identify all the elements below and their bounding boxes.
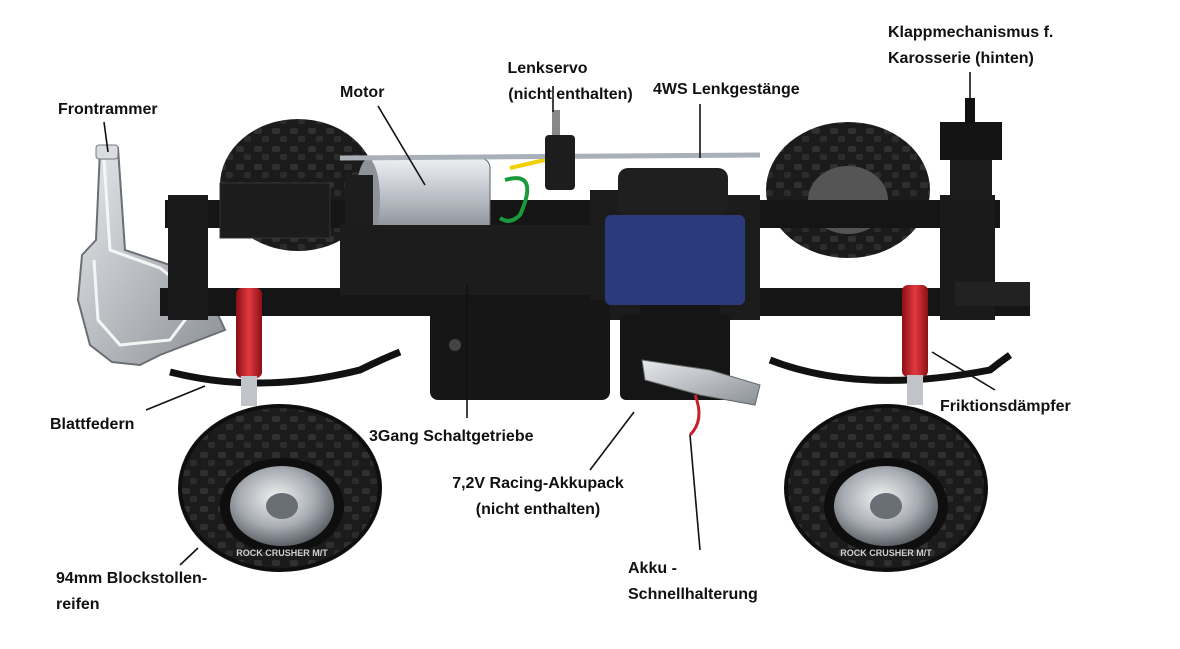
battery-box bbox=[605, 168, 761, 437]
front-tire: ROCK CRUSHER M/T bbox=[178, 404, 382, 572]
body-hinge bbox=[940, 98, 1002, 200]
leader-friktionsdaempfer bbox=[931, 351, 996, 391]
steering-servo-front bbox=[219, 182, 331, 239]
label-blattfedern-line1: Blattfedern bbox=[50, 416, 135, 433]
label-klappmechanismus: Klappmechanismus f. Karosserie (hinten) bbox=[888, 20, 1053, 72]
callout-lines bbox=[103, 72, 996, 566]
label-akkuhalterung-line1: Akku - bbox=[628, 560, 677, 577]
label-reifen: 94mm Blockstollen- reifen bbox=[56, 566, 207, 618]
label-akkupack-line1: 7,2V Racing-Akkupack bbox=[452, 475, 624, 492]
tire-text-rear: ROCK CRUSHER M/T bbox=[840, 548, 932, 558]
label-frontrammer: Frontrammer bbox=[58, 97, 158, 123]
label-schaltgetriebe: 3Gang Schaltgetriebe bbox=[369, 424, 534, 450]
steering-servo-mid bbox=[545, 110, 575, 190]
label-akkuhalterung-line2: Schnellhalterung bbox=[628, 586, 758, 603]
label-motor-line1: Motor bbox=[340, 84, 385, 101]
leader-motor bbox=[377, 105, 426, 186]
label-lenkgestaenge-line1: 4WS Lenkgestänge bbox=[653, 81, 800, 98]
label-klappmechanismus-line1: Klappmechanismus f. bbox=[888, 24, 1054, 41]
label-blattfedern: Blattfedern bbox=[50, 412, 134, 438]
label-lenkgestaenge: 4WS Lenkgestänge bbox=[653, 77, 800, 103]
leader-akkuhalterung bbox=[689, 434, 701, 551]
label-motor: Motor bbox=[340, 80, 384, 106]
label-akkuhalterung: Akku - Schnellhalterung bbox=[628, 556, 758, 608]
gearbox bbox=[340, 225, 610, 400]
label-friktionsdaempfer: Friktionsdämpfer bbox=[940, 394, 1071, 420]
damper-front bbox=[236, 288, 262, 406]
leader-frontrammer bbox=[103, 121, 109, 153]
label-lenkservo-line2: (nicht enthalten) bbox=[508, 86, 633, 103]
leader-reifen bbox=[179, 547, 199, 566]
rear-tire: ROCK CRUSHER M/T bbox=[784, 404, 988, 572]
label-frontrammer-line1: Frontrammer bbox=[58, 101, 158, 118]
label-friktionsdaempfer-line1: Friktionsdämpfer bbox=[940, 398, 1071, 415]
label-lenkservo: Lenkservo (nicht enthalten) bbox=[498, 56, 643, 108]
leader-akkupack bbox=[589, 411, 635, 471]
rear-far-tire bbox=[766, 122, 930, 258]
leader-blattfedern bbox=[145, 385, 206, 411]
label-akkupack-line2: (nicht enthalten) bbox=[475, 501, 601, 518]
label-reifen-line1: 94mm Blockstollen- bbox=[56, 570, 208, 587]
label-klappmechanismus-line2: Karosserie (hinten) bbox=[888, 50, 1034, 67]
leaf-spring-front bbox=[169, 348, 402, 387]
label-akkupack: 7,2V Racing-Akkupack (nicht enthalten) bbox=[440, 471, 636, 523]
damper-rear bbox=[902, 285, 928, 405]
tire-text-front: ROCK CRUSHER M/T bbox=[236, 548, 328, 558]
label-lenkservo-line1: Lenkservo bbox=[507, 60, 588, 77]
label-schaltgetriebe-line1: 3Gang Schaltgetriebe bbox=[369, 428, 534, 445]
label-reifen-line2: reifen bbox=[56, 596, 100, 613]
leaf-spring-rear bbox=[768, 352, 1013, 384]
